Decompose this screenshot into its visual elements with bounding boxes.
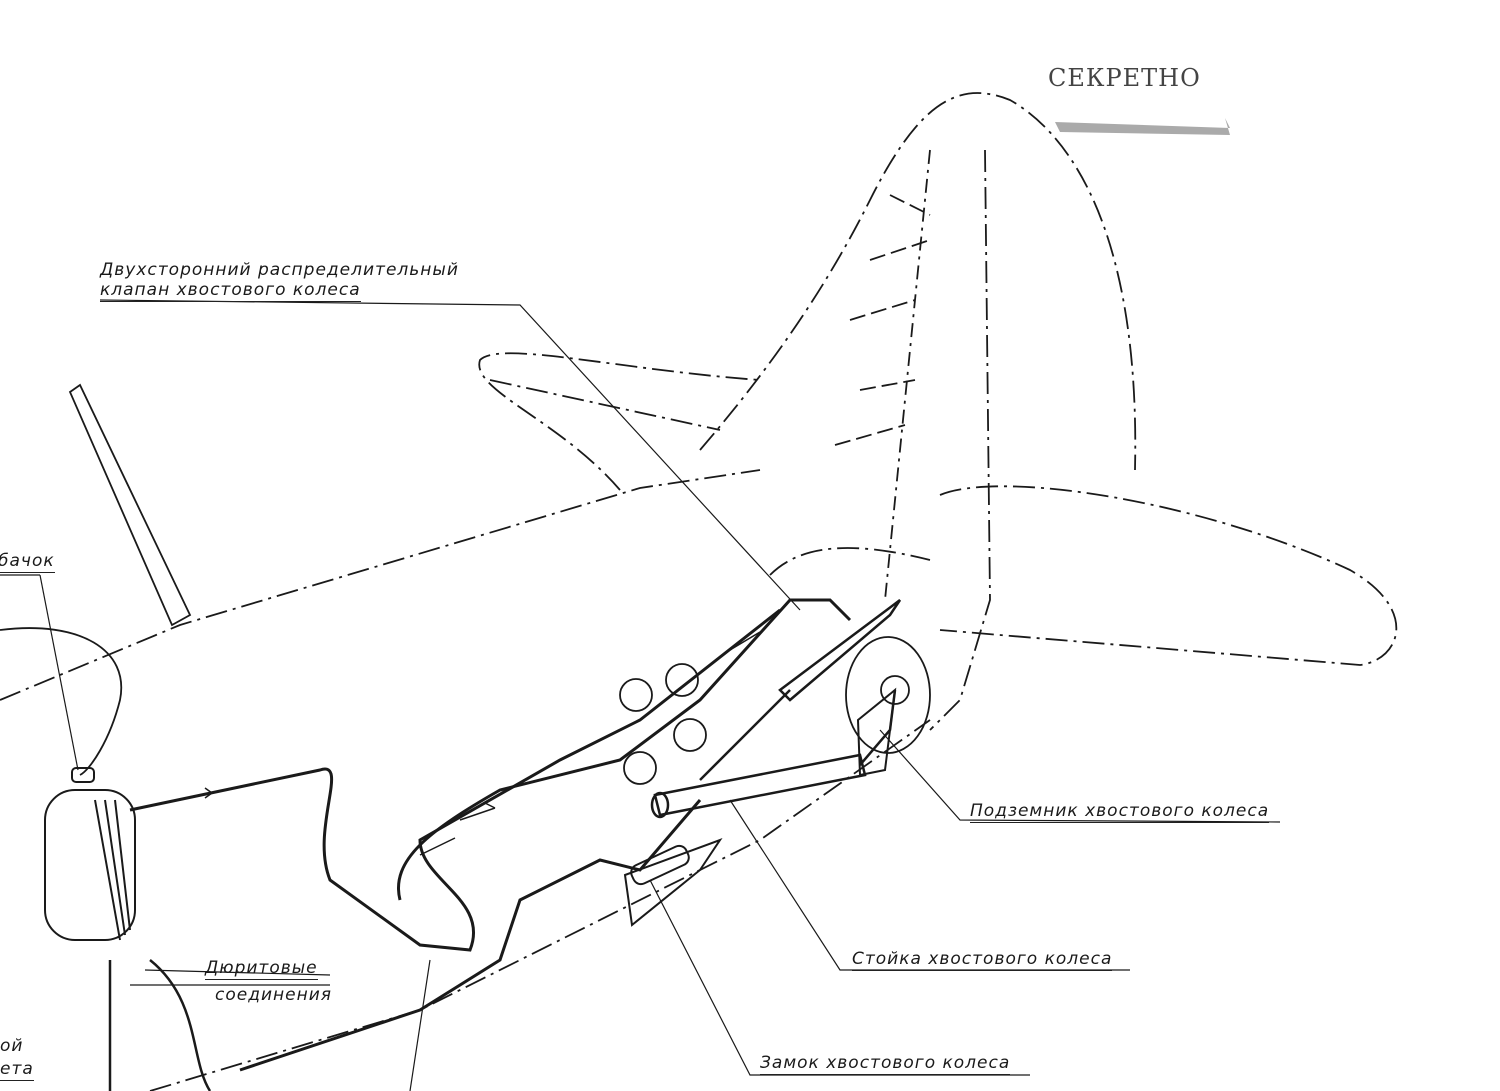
- antenna-mast: [68, 383, 192, 627]
- right-stabilizer: [939, 485, 1398, 666]
- cut-label-line1: ой: [0, 1036, 24, 1056]
- valve-label-line2: клапан хвостового колеса: [100, 280, 361, 302]
- strut-label: Стойка хвостового колеса: [852, 949, 1113, 971]
- leader-tank: [39, 574, 79, 771]
- leader-lift: [879, 729, 1281, 823]
- hoses-label-line2: соединения: [215, 985, 332, 1005]
- tail-wheel: [845, 636, 931, 777]
- vertical-fin: [699, 92, 1137, 471]
- hoses-label-line1: Дюритовые: [205, 958, 318, 980]
- secret-stamp: СЕКРЕТНО: [1048, 64, 1201, 92]
- lock-label: Замок хвостового колеса: [760, 1053, 1011, 1075]
- leader-lock: [649, 879, 1030, 1076]
- lift-label: Подземник хвостового колеса: [970, 801, 1270, 823]
- fuselage-bottom-line: [149, 719, 931, 1091]
- flow-arrows: [179, 631, 761, 1061]
- left-stabilizer: [478, 352, 761, 491]
- leader-hoses: [130, 969, 331, 986]
- rudder-line: [929, 149, 991, 731]
- return-pipe: [108, 959, 212, 1091]
- upper-pipe: [397, 598, 852, 901]
- supply-pipe: [129, 608, 781, 952]
- valve-label-line1: Двухсторонний распределительный: [100, 260, 459, 280]
- lift-cylinder: [699, 599, 902, 781]
- tail-wheel-lock: [623, 838, 723, 927]
- hydraulic-tank: [44, 767, 136, 941]
- cut-label-line2: ета: [0, 1059, 34, 1081]
- tank-label: бачок: [0, 551, 55, 573]
